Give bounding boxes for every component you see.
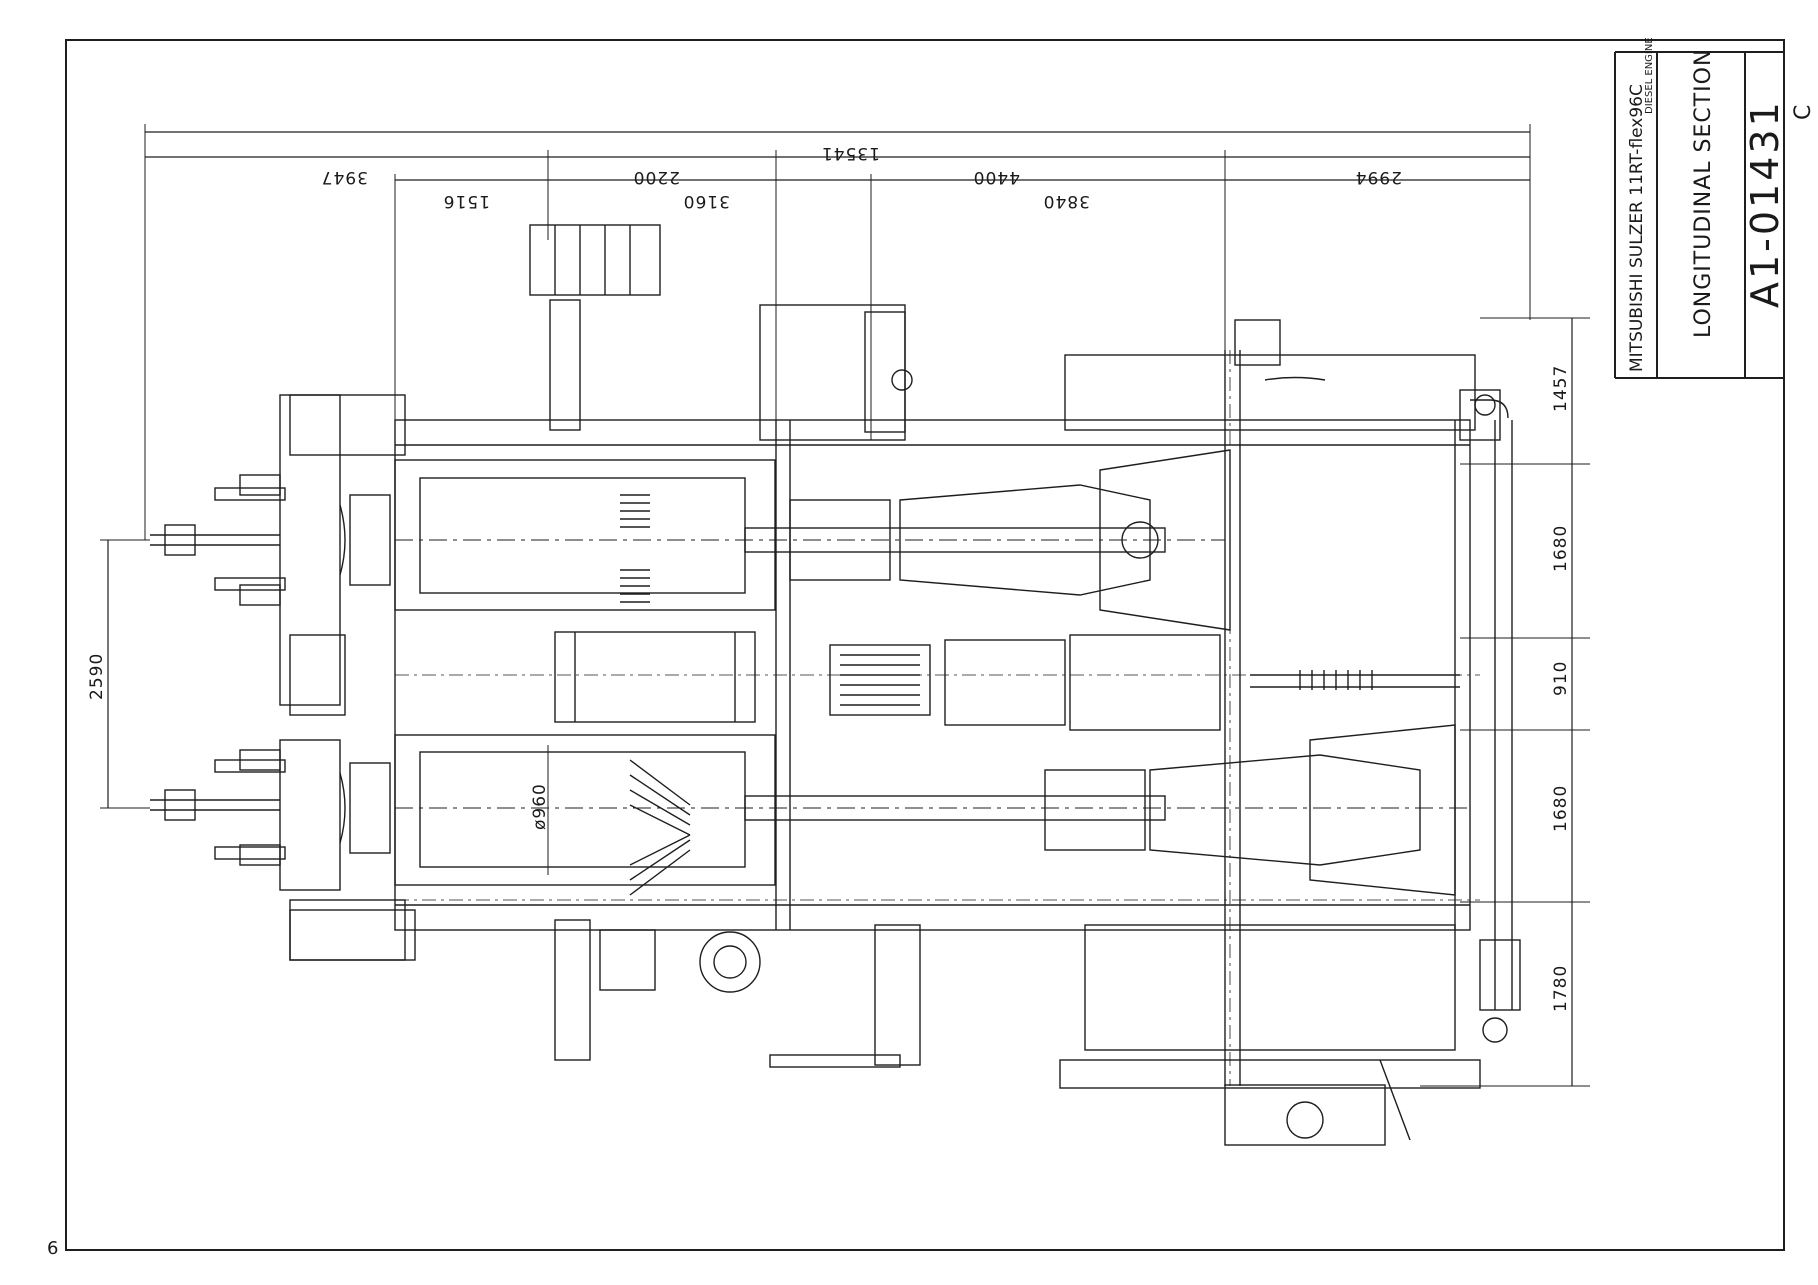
title-engine-type: DIESEL ENGINE bbox=[1644, 37, 1655, 114]
middle-section bbox=[289, 631, 1460, 731]
sheet-corner-mark: 6 bbox=[47, 1238, 58, 1259]
engine-section: ø960 bbox=[150, 224, 1521, 1146]
dim-3160: 3160 bbox=[683, 191, 730, 211]
title-section-name: LONGITUDINAL SECTION bbox=[1691, 49, 1716, 338]
lower-cylinder: ø960 bbox=[339, 724, 1470, 896]
dim-cylinder-pitch: 2590 bbox=[87, 653, 107, 700]
title-block: MITSUBISHI SULZER 11RT-flex96C DIESEL EN… bbox=[1614, 37, 1816, 379]
dim-2994: 2994 bbox=[1355, 167, 1402, 187]
dim-1680-upper: 1680 bbox=[1551, 525, 1571, 572]
upper-platforms bbox=[529, 224, 1501, 441]
left-dimension: 2590 bbox=[87, 539, 150, 809]
top-dimensions: 13541 3947 2200 4400 2994 1516 3160 3840 bbox=[144, 124, 1531, 540]
centerlines bbox=[395, 350, 1480, 1086]
dim-1457: 1457 bbox=[1551, 365, 1571, 412]
title-revision: C bbox=[1791, 104, 1816, 120]
dim-bore: ø960 bbox=[530, 783, 550, 830]
dim-1516: 1516 bbox=[443, 191, 490, 211]
sheet-border bbox=[65, 39, 1785, 1251]
lower-platforms bbox=[289, 909, 1521, 1146]
dim-1780: 1780 bbox=[1551, 965, 1571, 1012]
dim-3840: 3840 bbox=[1043, 191, 1090, 211]
dim-1680-lower: 1680 bbox=[1551, 785, 1571, 832]
right-dimensions: 1457 1680 910 1680 1780 bbox=[1420, 317, 1590, 1087]
dim-overall-length: 13541 bbox=[821, 143, 880, 163]
dim-4400: 4400 bbox=[973, 167, 1020, 187]
dim-3947: 3947 bbox=[321, 167, 368, 187]
upper-cylinder bbox=[339, 449, 1231, 631]
title-drawing-number: A1-01431 bbox=[1743, 99, 1787, 308]
dim-910: 910 bbox=[1551, 661, 1571, 696]
title-engine-line: MITSUBISHI SULZER 11RT-flex96C bbox=[1627, 84, 1647, 372]
dim-2200: 2200 bbox=[633, 167, 680, 187]
right-piping bbox=[1470, 394, 1513, 1043]
cylinder-heads bbox=[150, 394, 406, 961]
